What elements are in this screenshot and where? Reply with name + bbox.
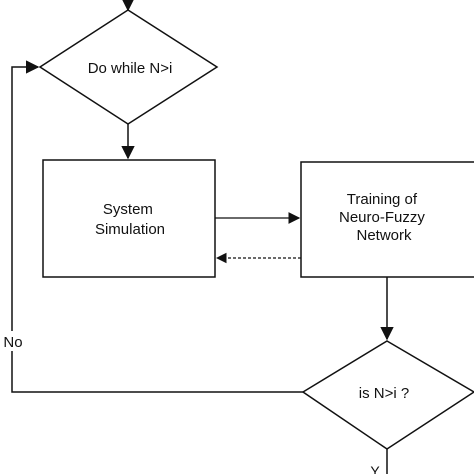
- no-label-backing: [2, 331, 26, 351]
- process-simulation-line-2: Simulation: [95, 221, 165, 238]
- process-training-line-2: Neuro-Fuzzy: [339, 209, 425, 226]
- process-training-box: [300, 161, 474, 278]
- process-training-line-1: Training of: [347, 191, 418, 208]
- process-training-line-3: Network: [356, 227, 412, 244]
- process-simulation-label: System Simulation: [95, 201, 165, 238]
- no-branch-loop-connector: [11, 60, 303, 393]
- decision-check-label: is N>i ?: [359, 385, 409, 402]
- decision-loop-label: Do while N>i: [88, 60, 173, 77]
- process-simulation-box: [42, 159, 216, 278]
- branch-yes-label: Y: [370, 463, 380, 474]
- branch-no-label: No: [3, 334, 22, 351]
- process-simulation-line-1: System: [103, 201, 153, 218]
- process-training-label: Training of Neuro-Fuzzy Network: [339, 191, 429, 244]
